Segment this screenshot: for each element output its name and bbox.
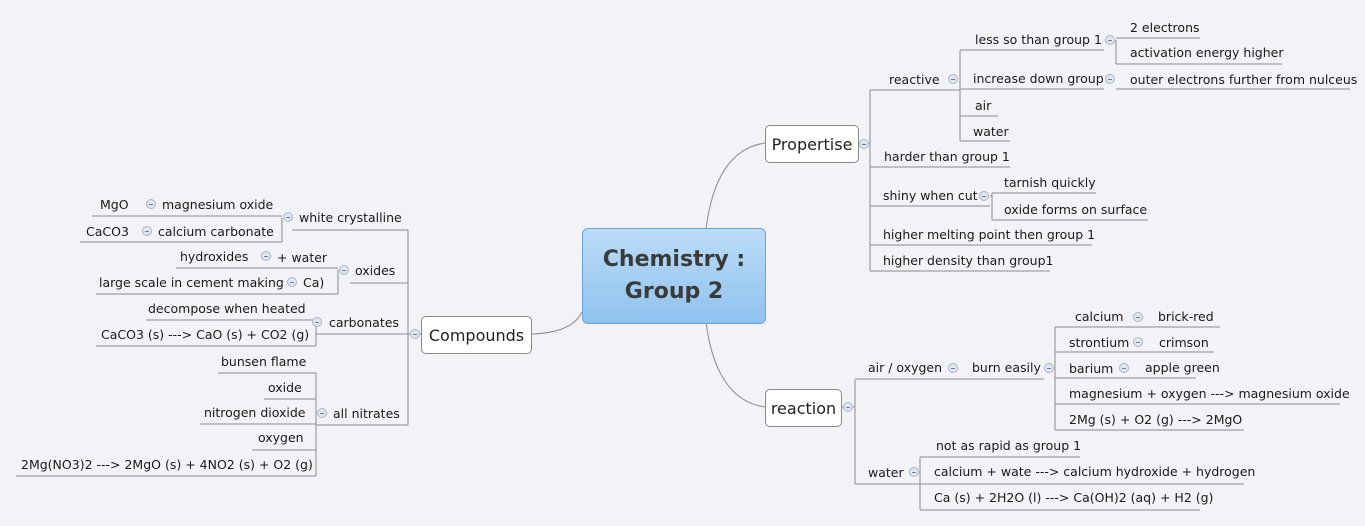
comp-carbonates[interactable]: carbonates	[329, 315, 399, 330]
prop-water[interactable]: water	[973, 124, 1009, 139]
react-not-rapid[interactable]: not as rapid as group 1	[936, 438, 1082, 453]
comp-mgo-name[interactable]: magnesium oxide	[162, 197, 274, 212]
comp-cement[interactable]: large scale in cement making	[99, 275, 284, 290]
collapse-barium-icon[interactable]	[1119, 363, 1129, 373]
collapse-caco3-icon[interactable]	[142, 226, 152, 236]
collapse-hydroxides-icon[interactable]	[261, 251, 271, 261]
comp-white-crystalline[interactable]: white crystalline	[299, 210, 402, 225]
react-air-oxygen[interactable]: air / oxygen	[868, 360, 943, 375]
central-topic[interactable]: Chemistry : Group 2	[582, 228, 766, 324]
prop-outer[interactable]: outer electrons further from nulceus	[1130, 72, 1358, 87]
collapse-propertise-icon[interactable]	[859, 139, 869, 149]
comp-nitrate-equation[interactable]: 2Mg(NO3)2 ---> 2MgO (s) + 4NO2 (s) + O2 …	[21, 457, 313, 472]
comp-caco3[interactable]: CaCO3	[86, 224, 129, 239]
prop-shiny[interactable]: shiny when cut	[883, 188, 978, 203]
react-ca-equation[interactable]: Ca (s) + 2H2O (l) ---> Ca(OH)2 (aq) + H2…	[934, 490, 1214, 505]
collapse-compounds-icon[interactable]	[410, 329, 420, 339]
collapse-air-oxygen-icon[interactable]	[948, 363, 958, 373]
comp-carbonate-equation[interactable]: CaCO3 (s) ---> CaO (s) + CO2 (g)	[101, 327, 310, 342]
react-barium[interactable]: barium	[1069, 361, 1114, 376]
react-ca-water[interactable]: calcium + wate ---> calcium hydroxide + …	[934, 464, 1256, 479]
react-crimson[interactable]: crimson	[1159, 335, 1209, 350]
central-title-line2: Group 2	[624, 279, 724, 304]
collapse-oxides-icon[interactable]	[339, 265, 349, 275]
comp-plus-water[interactable]: + water	[277, 250, 328, 265]
topic-propertise[interactable]: Propertise	[765, 125, 859, 163]
comp-caco3-name[interactable]: calcium carbonate	[158, 224, 274, 239]
prop-activation[interactable]: activation energy higher	[1130, 45, 1284, 60]
topic-compounds[interactable]: Compounds	[421, 316, 532, 354]
react-apple-green[interactable]: apple green	[1145, 360, 1220, 375]
central-title-line1: Chemistry :	[602, 247, 746, 272]
prop-oxide-forms[interactable]: oxide forms on surface	[1004, 202, 1148, 217]
topic-reaction-label: reaction	[770, 398, 837, 418]
react-water[interactable]: water	[868, 465, 904, 480]
react-mg-oxygen[interactable]: magnesium + oxygen ---> magnesium oxide	[1069, 386, 1350, 401]
prop-tarnish[interactable]: tarnish quickly	[1004, 175, 1096, 190]
prop-increase[interactable]: increase down group	[973, 71, 1104, 86]
collapse-increase-icon[interactable]	[1105, 74, 1115, 84]
topic-reaction[interactable]: reaction	[765, 389, 842, 427]
collapse-nitrates-icon[interactable]	[317, 408, 327, 418]
comp-mgo[interactable]: MgO	[100, 197, 129, 212]
prop-reactive[interactable]: reactive	[889, 72, 940, 87]
comp-ca[interactable]: Ca)	[303, 275, 325, 290]
comp-oxygen[interactable]: oxygen	[258, 430, 304, 445]
collapse-less-so-icon[interactable]	[1105, 35, 1115, 45]
prop-air[interactable]: air	[975, 98, 992, 113]
collapse-calcium-icon[interactable]	[1133, 312, 1143, 322]
collapse-carbonates-icon[interactable]	[312, 317, 322, 327]
collapse-mgo-icon[interactable]	[146, 199, 156, 209]
comp-hydroxides[interactable]: hydroxides	[180, 249, 249, 264]
prop-melting[interactable]: higher melting point then group 1	[883, 227, 1096, 242]
comp-bunsen[interactable]: bunsen flame	[221, 354, 307, 369]
comp-oxide[interactable]: oxide	[268, 380, 302, 395]
collapse-burn-icon[interactable]	[1044, 363, 1054, 373]
collapse-white-icon[interactable]	[283, 212, 293, 222]
collapse-shiny-icon[interactable]	[979, 191, 989, 201]
react-brick-red[interactable]: brick-red	[1158, 309, 1214, 324]
react-burn[interactable]: burn easily	[972, 360, 1041, 375]
comp-oxides[interactable]: oxides	[355, 263, 396, 278]
collapse-reactive-icon[interactable]	[948, 74, 958, 84]
collapse-cement-icon[interactable]	[287, 277, 297, 287]
react-mg-equation[interactable]: 2Mg (s) + O2 (g) ---> 2MgO	[1069, 412, 1243, 427]
prop-two-electrons[interactable]: 2 electrons	[1130, 20, 1200, 35]
collapse-reaction-icon[interactable]	[843, 402, 853, 412]
topic-compounds-label: Compounds	[428, 325, 525, 345]
comp-nitrogen-dioxide[interactable]: nitrogen dioxide	[204, 405, 306, 420]
comp-decompose[interactable]: decompose when heated	[148, 301, 306, 316]
react-strontium[interactable]: strontium	[1069, 335, 1130, 350]
comp-all-nitrates[interactable]: all nitrates	[333, 406, 400, 421]
prop-harder[interactable]: harder than group 1	[884, 149, 1010, 164]
prop-less-so[interactable]: less so than group 1	[975, 32, 1102, 47]
react-calcium[interactable]: calcium	[1075, 309, 1124, 324]
collapse-water-icon[interactable]	[909, 467, 919, 477]
collapse-strontium-icon[interactable]	[1133, 337, 1143, 347]
prop-density[interactable]: higher density than group1	[883, 253, 1054, 268]
topic-propertise-label: Propertise	[771, 134, 853, 154]
